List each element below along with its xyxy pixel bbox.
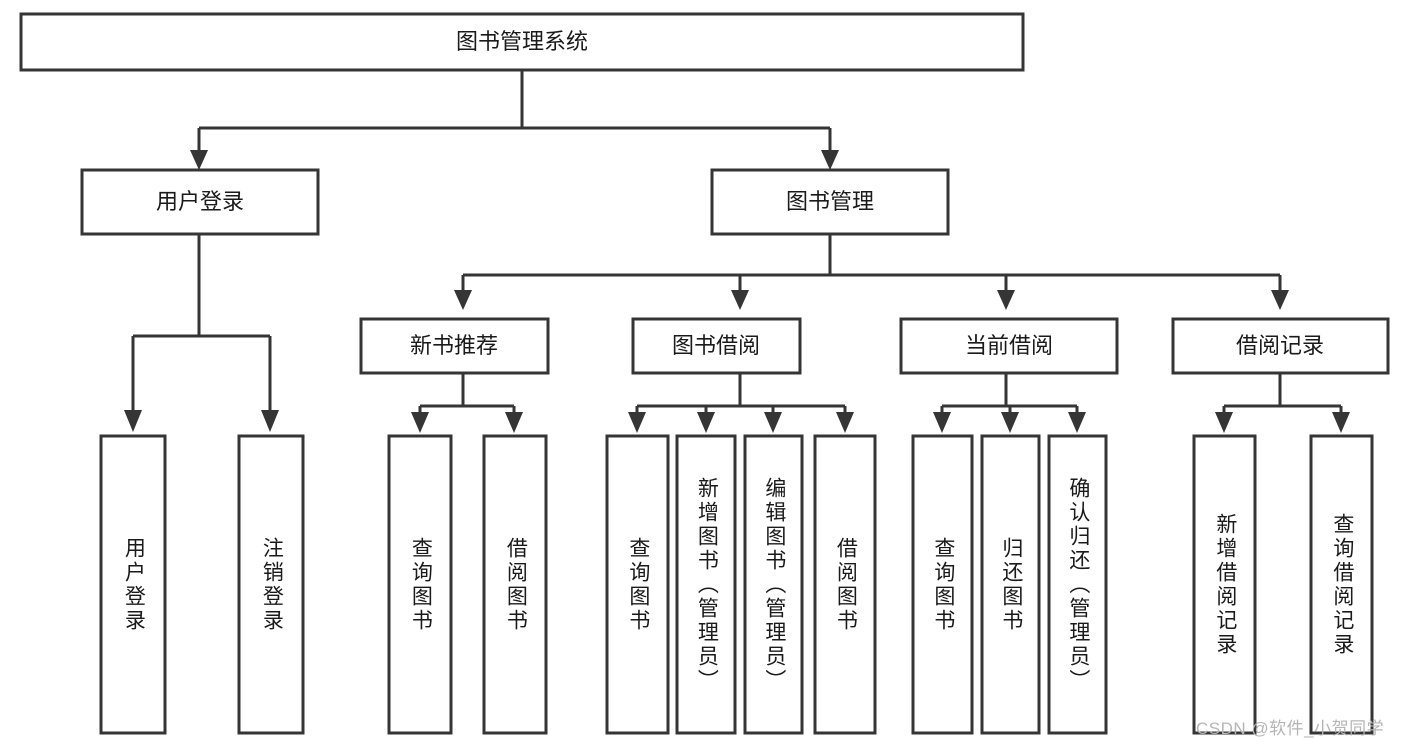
csdn-watermark: CSDN @软件_小贺同学 [1196,719,1385,738]
node-current-borrow[interactable]: 当前借阅 [899,317,1119,375]
leaf-user-login-1[interactable] [237,434,305,735]
node-new-book-recommend[interactable]: 新书推荐 [359,317,550,375]
leaf-book-borrow-0[interactable] [605,434,670,735]
leaf-book-borrow-1[interactable] [675,434,737,735]
connector-bookborrow-to-leaves [628,373,854,433]
node-book-borrow[interactable]: 图书借阅 [631,317,802,375]
node-borrow-record-label: 借阅记录 [1236,333,1324,358]
node-root-label: 图书管理系统 [456,29,588,54]
connector-newbook-to-leaves [411,373,523,433]
leaf-new-book-1[interactable] [482,434,548,735]
leaf-new-book-0[interactable] [387,434,453,735]
node-book-management-label: 图书管理 [786,189,874,214]
leaf-current-borrow-2[interactable] [1047,434,1108,735]
node-borrow-record[interactable]: 借阅记录 [1171,317,1390,375]
leaf-book-borrow-3[interactable] [813,434,877,735]
connector-borrowrecord-to-leaves [1215,373,1350,433]
leaf-book-borrow-2[interactable] [743,434,804,735]
connector-currentborrow-to-leaves [933,373,1086,433]
node-new-book-recommend-label: 新书推荐 [410,333,498,358]
leaf-current-borrow-1[interactable] [980,434,1041,735]
leaf-borrow-record-0[interactable] [1192,434,1257,735]
connector-bookmgmt-to-level2 [454,234,1289,310]
node-user-login-label: 用户登录 [156,189,244,214]
leaf-borrow-record-1[interactable] [1309,434,1374,735]
node-root[interactable]: 图书管理系统 [19,12,1025,72]
leaf-user-login-0[interactable] [99,434,167,735]
node-book-management[interactable]: 图书管理 [710,168,950,236]
node-user-login[interactable]: 用户登录 [80,168,320,236]
connector-userlogin-to-leaves [124,234,279,432]
node-book-borrow-label: 图书借阅 [672,333,760,358]
connector-root-to-level1 [190,70,839,170]
node-current-borrow-label: 当前借阅 [965,333,1053,358]
leaf-current-borrow-0[interactable] [911,434,974,735]
